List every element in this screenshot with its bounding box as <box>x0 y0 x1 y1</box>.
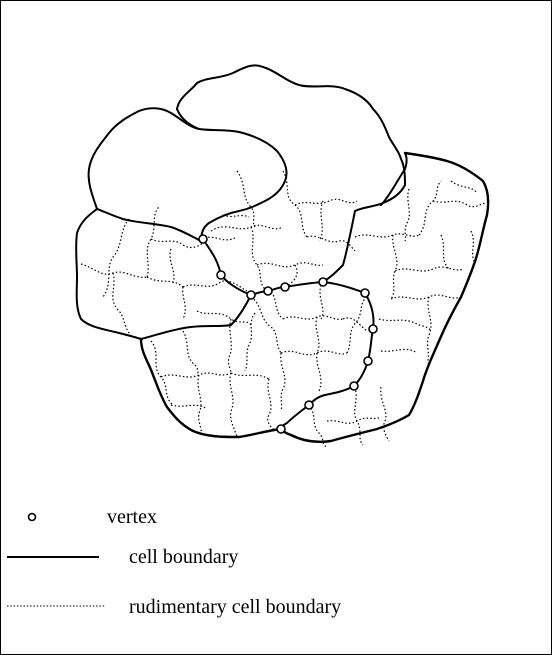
vertex-marker <box>281 283 289 291</box>
vertex-marker <box>364 357 372 365</box>
rudimentary-boundary <box>391 295 461 299</box>
rudimentary-boundary-legend-line <box>7 604 105 608</box>
vertex-marker <box>369 325 377 333</box>
cell-boundary <box>177 65 405 211</box>
cell-boundary <box>203 239 251 295</box>
cell-boundary <box>89 108 287 241</box>
rudimentary-boundary <box>103 219 129 297</box>
rudimentary-boundary <box>113 273 131 335</box>
rudimentary-boundary <box>433 201 485 207</box>
rudimentary-boundary-legend-label: rudimentary cell boundary <box>129 597 341 617</box>
cell-boundary <box>141 295 251 339</box>
rudimentary-boundary <box>295 199 357 205</box>
rudimentary-boundary <box>171 405 207 409</box>
rudimentary-boundary <box>316 317 319 353</box>
rudimentary-boundary <box>327 417 381 423</box>
cell-boundary-legend-line <box>7 554 99 560</box>
rudimentary-boundary <box>251 227 267 291</box>
rudimentary-boundary <box>147 207 159 277</box>
vertex-marker <box>361 289 369 297</box>
rudimentary-boundary <box>281 351 347 355</box>
rudimentary-boundary <box>231 373 269 379</box>
cell-boundaries <box>76 65 488 441</box>
rudimentary-boundary <box>147 277 183 287</box>
rudimentary-boundary <box>228 319 231 373</box>
vertex-marker <box>217 271 225 279</box>
rudimentary-boundary <box>471 231 475 263</box>
rudimentary-boundary <box>441 235 449 269</box>
rudimentary-boundary <box>283 316 343 319</box>
vertex-marker <box>199 235 207 243</box>
vertex-marker <box>277 425 285 433</box>
vertex-marker <box>350 382 358 390</box>
cell-boundary <box>354 293 374 386</box>
rudimentary-boundary <box>320 285 323 319</box>
rudimentary-boundary <box>161 373 231 377</box>
rudimentary-boundary <box>257 263 323 267</box>
rudimentary-boundary <box>381 349 417 353</box>
rudimentary-boundary <box>381 387 389 441</box>
vertex-legend-label: vertex <box>107 507 157 527</box>
cell-boundary-legend-label: cell boundary <box>129 547 238 567</box>
rudimentary-boundary <box>183 287 186 319</box>
vertex-marker <box>319 278 327 286</box>
rudimentary-boundary <box>419 181 441 235</box>
vertex-legend-icon <box>25 510 39 524</box>
rudimentary-boundary <box>343 318 367 331</box>
cell-boundary <box>323 211 355 282</box>
rudimentary-boundary <box>395 267 463 271</box>
rudimentary-boundary <box>355 387 363 445</box>
rudimentary-boundary <box>391 235 397 299</box>
rudimentary-boundary <box>379 319 431 331</box>
rudimentary-boundary <box>268 379 275 431</box>
rudimentary-boundary <box>317 353 321 391</box>
rudimentary-boundary <box>230 373 237 437</box>
rudimentary-boundary <box>251 297 281 353</box>
rudimentary-boundary <box>197 311 251 325</box>
vertex-marker <box>305 401 313 409</box>
rudimentary-boundary <box>355 234 419 237</box>
rudimentary-boundary <box>211 225 283 231</box>
rudimentary-boundary <box>283 171 307 237</box>
rudimentary-boundary <box>237 171 255 227</box>
cell-diagram <box>1 1 552 471</box>
vertex-marker <box>247 291 255 299</box>
rudimentary-boundary <box>347 297 367 353</box>
rudimentary-boundary <box>405 189 409 241</box>
rudimentary-boundary <box>427 297 431 363</box>
rudimentary-boundary <box>451 181 477 193</box>
rudimentary-boundary <box>81 264 147 277</box>
rudimentary-boundary <box>281 353 285 411</box>
rudimentary-boundary <box>245 313 255 371</box>
cell-boundary <box>141 339 281 437</box>
rudimentary-boundary <box>170 249 174 283</box>
rudimentary-boundaries <box>81 171 485 447</box>
rudimentary-boundary <box>183 331 199 375</box>
vertex-marker <box>264 287 272 295</box>
rudimentary-boundary <box>319 201 323 241</box>
